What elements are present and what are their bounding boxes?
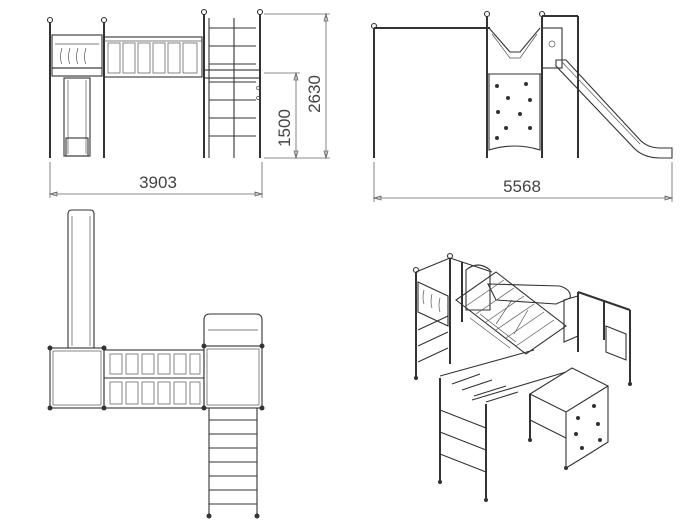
climbing-wall <box>488 73 541 151</box>
plan-slide <box>67 209 95 349</box>
front-elevation: 3903 1500 2630 <box>46 8 330 198</box>
platform-height-dimension: 1500 <box>275 109 294 147</box>
plan-view <box>47 209 265 519</box>
iso-bridge <box>455 271 567 355</box>
isometric-view <box>412 252 632 502</box>
side-width-dimension: 5568 <box>503 177 541 196</box>
side-slide <box>555 59 673 159</box>
plan-left-platform <box>49 347 105 409</box>
side-elevation: 5568 <box>370 10 674 202</box>
front-width-dimension: 3903 <box>139 173 177 192</box>
total-height-dimension: 2630 <box>305 75 324 113</box>
plan-right-platform <box>203 345 263 409</box>
bridge-rail <box>103 36 203 78</box>
